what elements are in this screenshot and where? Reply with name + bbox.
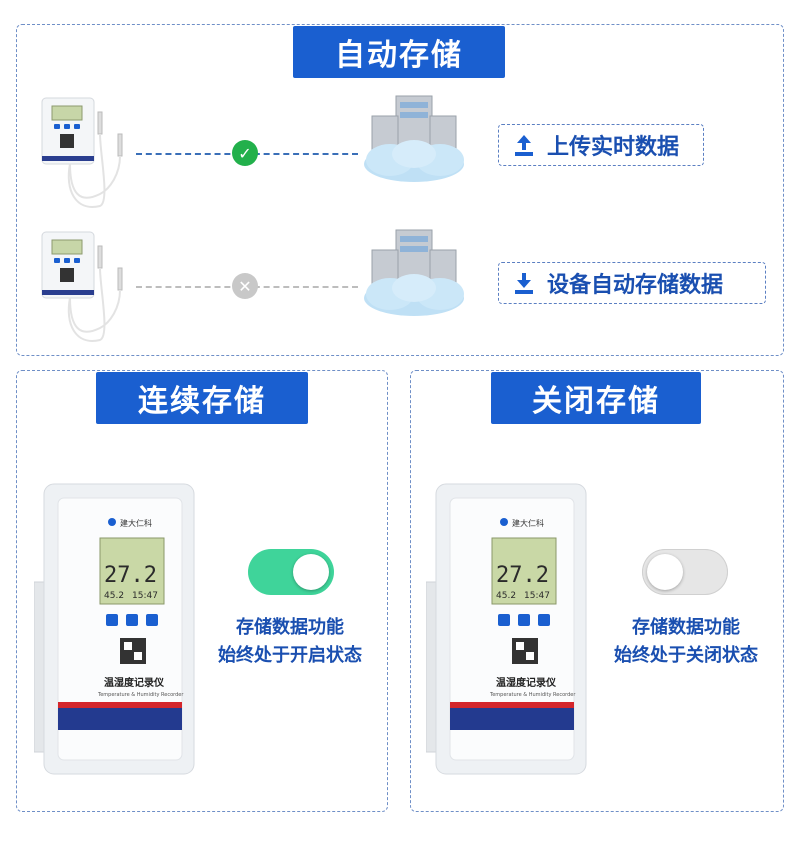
recorder-device-on: 建大仁科 27.2 45.2 15:47 温湿度记录仪 Temperature … [34,483,195,775]
storage-toggle-on[interactable] [248,549,334,595]
device-label-cn: 温湿度记录仪 [104,676,165,689]
continuous-storage-title: 连续存储 [96,372,308,424]
device-storage-label-box: 设备自动存储数据 [498,262,766,304]
small-recorder-device-1 [41,97,123,208]
screen-time: 15:47 [524,591,550,601]
cross-icon: ✕ [232,273,258,299]
continuous-storage-caption: 存储数据功能 始终处于开启状态 [200,614,380,670]
screen-humidity: 45.2 [496,591,516,601]
upload-icon [515,135,533,156]
auto-storage-panel [16,24,784,356]
storage-toggle-off[interactable] [642,549,728,595]
device-label-cn: 温湿度记录仪 [496,676,557,689]
caption-line-2: 始终处于开启状态 [218,645,362,666]
cloud-server-icon-1 [364,95,464,182]
screen-time: 15:47 [132,591,158,601]
caption-line-2: 始终处于关闭状态 [614,645,758,666]
download-icon [515,273,533,294]
upload-realtime-label-box: 上传实时数据 [498,124,704,166]
continuous-storage-panel [16,370,388,812]
small-recorder-device-2 [41,231,123,342]
close-storage-caption: 存储数据功能 始终处于关闭状态 [594,614,778,670]
upload-realtime-label: 上传实时数据 [547,135,680,160]
cloud-server-icon-2 [364,229,464,316]
auto-storage-title: 自动存储 [293,26,505,78]
screen-temperature: 27.2 [496,563,549,588]
check-icon: ✓ [232,140,258,166]
screen-humidity: 45.2 [104,591,124,601]
device-brand: 建大仁科 [120,518,152,528]
caption-line-1: 存储数据功能 [632,617,740,638]
device-label-en: Temperature & Humidity Recorder [489,692,576,698]
close-storage-panel [410,370,784,812]
screen-temperature: 27.2 [104,563,157,588]
close-storage-title: 关闭存储 [491,372,701,424]
device-storage-label: 设备自动存储数据 [547,273,724,298]
caption-line-1: 存储数据功能 [236,617,344,638]
device-brand: 建大仁科 [512,518,544,528]
recorder-device-off: 建大仁科 27.2 45.2 15:47 温湿度记录仪 Temperature … [426,483,587,775]
device-label-en: Temperature & Humidity Recorder [97,692,184,698]
